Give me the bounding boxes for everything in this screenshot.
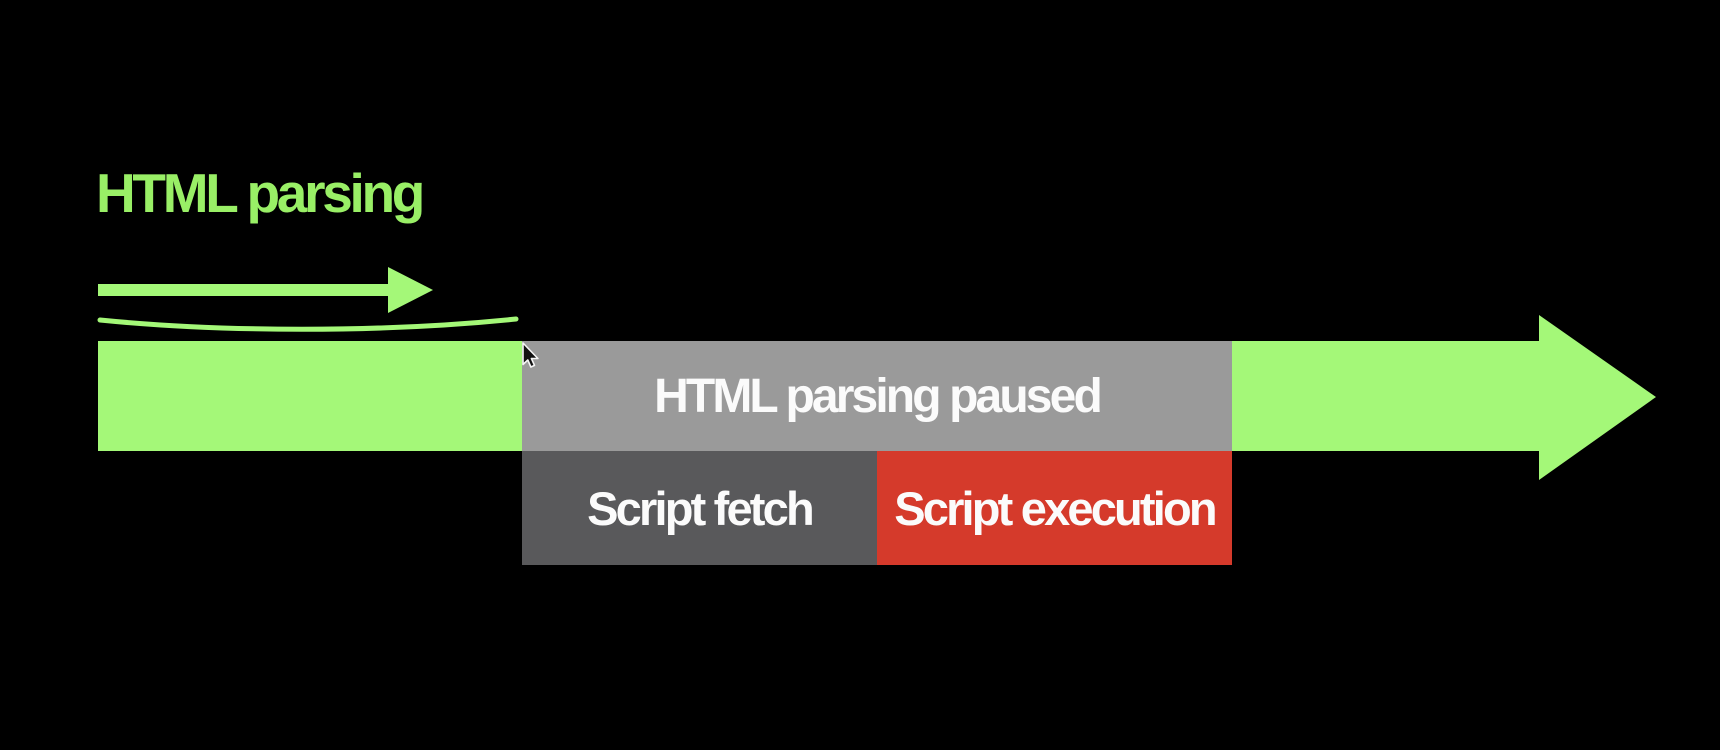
html-parsing-paused-box: HTML parsing paused xyxy=(522,341,1232,451)
script-execution-box: Script execution xyxy=(877,451,1232,565)
parse-progress-arrow-shaft xyxy=(98,284,389,296)
parse-progress-arrow-head-icon xyxy=(388,267,433,313)
script-fetch-box: Script fetch xyxy=(522,451,877,565)
script-fetch-label: Script fetch xyxy=(587,481,815,535)
html-parsing-paused-label: HTML parsing paused xyxy=(654,369,1103,423)
html-parsing-heading: HTML parsing xyxy=(96,162,425,224)
hand-drawn-underline-icon xyxy=(97,316,519,332)
script-execution-label: Script execution xyxy=(894,481,1217,535)
